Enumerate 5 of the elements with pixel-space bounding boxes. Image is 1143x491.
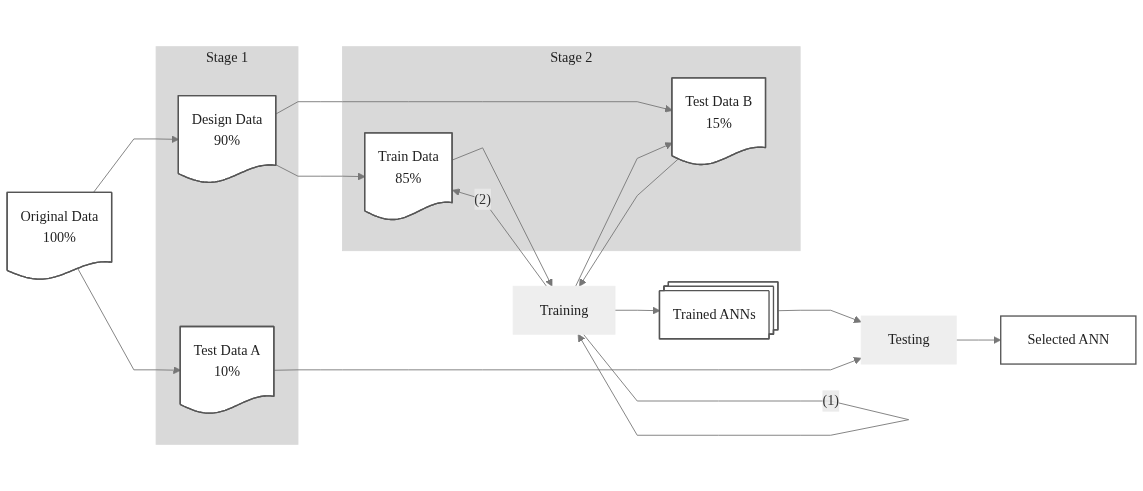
edge-label: (1) (822, 393, 839, 409)
edge-label: (2) (474, 191, 491, 207)
node-box: Selected ANN (1000, 315, 1137, 365)
node-box: Training (512, 285, 616, 335)
node-box: Testing (860, 315, 957, 365)
